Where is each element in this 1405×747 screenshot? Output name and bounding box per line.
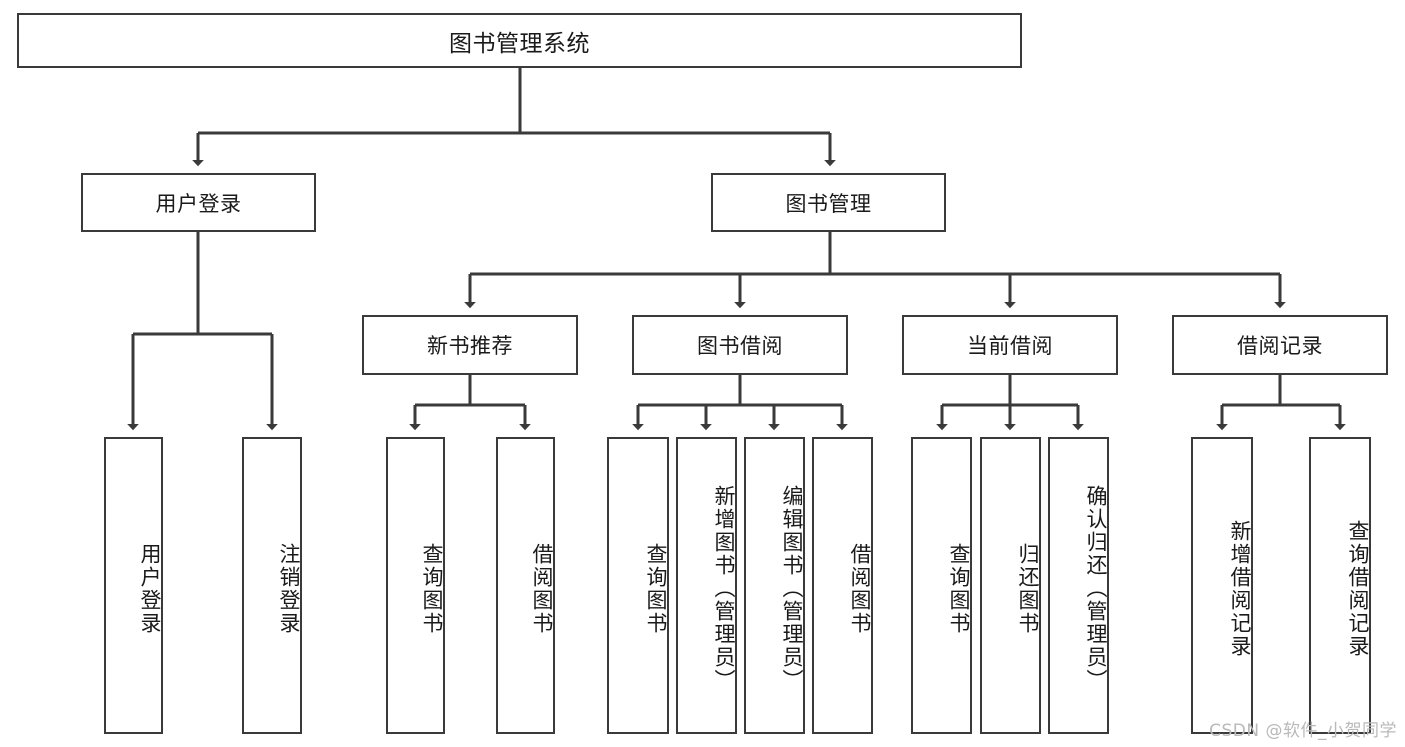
node-book-management[interactable]: 图书管理 (711, 173, 946, 232)
node-current-borrow[interactable]: 当前借阅 (902, 315, 1118, 375)
node-new-book-recommend[interactable]: 新书推荐 (362, 315, 578, 375)
leaf-new-book-query-book[interactable]: 查询图书 (386, 437, 445, 734)
node-label: 图书管理系统 (449, 30, 590, 57)
leaf-book-borrow-borrow-book[interactable]: 借阅图书 (812, 437, 873, 734)
node-label: 借阅图书 (848, 542, 872, 635)
node-label: 新增图书（管理员） (712, 485, 736, 692)
leaf-current-borrow-confirm-return-admin[interactable]: 确认归还（管理员） (1048, 437, 1109, 734)
node-label: 借阅记录 (1237, 334, 1323, 358)
node-label: 当前借阅 (967, 334, 1053, 358)
leaf-borrow-record-query-record[interactable]: 查询借阅记录 (1309, 437, 1371, 734)
node-label: 确认归还（管理员） (1084, 485, 1108, 692)
leaf-current-borrow-return-book[interactable]: 归还图书 (980, 437, 1041, 734)
leaf-book-borrow-query-book[interactable]: 查询图书 (607, 437, 669, 734)
node-borrow-record[interactable]: 借阅记录 (1172, 315, 1388, 375)
node-label: 图书借阅 (697, 334, 783, 358)
node-label: 新增借阅记录 (1228, 519, 1252, 658)
leaf-user-login-login[interactable]: 用户登录 (104, 437, 163, 734)
leaf-new-book-borrow-book[interactable]: 借阅图书 (496, 437, 555, 734)
node-user-login[interactable]: 用户登录 (81, 173, 316, 232)
node-label: 查询图书 (947, 542, 971, 635)
node-root-book-management-system[interactable]: 图书管理系统 (17, 13, 1022, 68)
node-label: 借阅图书 (530, 542, 554, 635)
node-label: 归还图书 (1016, 542, 1040, 635)
leaf-borrow-record-add-record[interactable]: 新增借阅记录 (1191, 437, 1253, 734)
node-label: 用户登录 (155, 191, 242, 216)
node-label: 用户登录 (138, 542, 162, 635)
node-label: 注销登录 (277, 542, 301, 635)
watermark-text: CSDN @软件_小贺同学 (1209, 721, 1397, 741)
node-label: 查询图书 (420, 542, 444, 635)
leaf-book-borrow-add-book-admin[interactable]: 新增图书（管理员） (676, 437, 737, 734)
leaf-user-login-logout[interactable]: 注销登录 (242, 437, 302, 734)
leaf-book-borrow-edit-book-admin[interactable]: 编辑图书（管理员） (744, 437, 805, 734)
node-label: 编辑图书（管理员） (780, 485, 804, 692)
leaf-current-borrow-query-book[interactable]: 查询图书 (911, 437, 972, 734)
node-label: 查询图书 (644, 542, 668, 635)
node-label: 图书管理 (785, 191, 872, 216)
node-book-borrow[interactable]: 图书借阅 (632, 315, 848, 375)
node-label: 查询借阅记录 (1346, 519, 1370, 658)
node-label: 新书推荐 (427, 334, 513, 358)
